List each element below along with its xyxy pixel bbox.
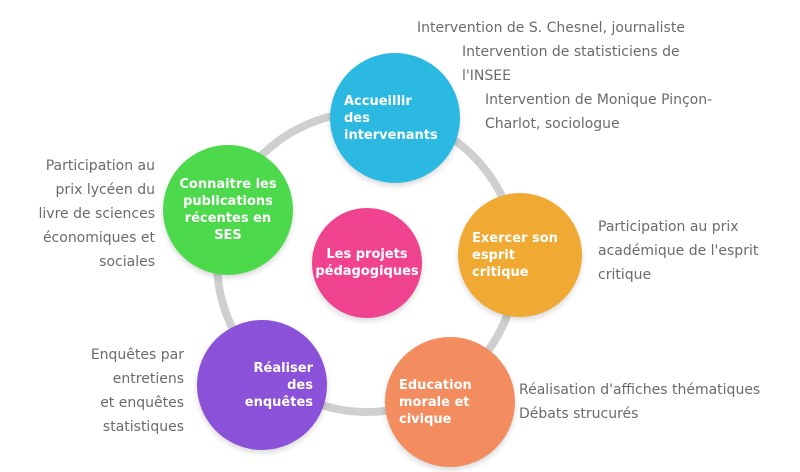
note-education: Réalisation d'affiches thématiques Débat… [519,382,761,422]
note-accueillir-1: Intervention de S. Chesnel, journaliste [417,20,685,36]
node-education: Education morale et civique [385,337,515,467]
node-label: Education morale et civique [399,377,472,427]
note-connaitre: Participation au prix lycéen du livre de… [38,158,156,270]
node-label: Connaitre les publications récentes en S… [179,177,277,243]
node-connaitre: Connaitre les publications récentes en S… [163,145,293,275]
center-node: Les projets pédagogiques [312,208,422,318]
note-realiser: Enquêtes par entretiens et enquêtes stat… [90,347,184,435]
node-realiser: Réaliser des enquêtes [197,320,327,450]
node-exercer: Exercer son esprit critique [458,193,582,317]
note-exercer: Participation au prix académique de l'es… [598,219,759,283]
node-accueillir: Accueillir des intervenants [330,53,460,183]
note-accueillir-3: Intervention de Monique Pinçon- Charlot,… [485,92,713,132]
node-label: Exercer son esprit critique [472,230,558,280]
node-label: Réaliser des enquêtes [244,360,313,410]
note-accueillir-2: Intervention de statisticiens de l'INSEE [462,44,680,84]
node-label: Accueillir des intervenants [344,93,438,143]
center-label: Les projets pédagogiques [315,247,419,279]
